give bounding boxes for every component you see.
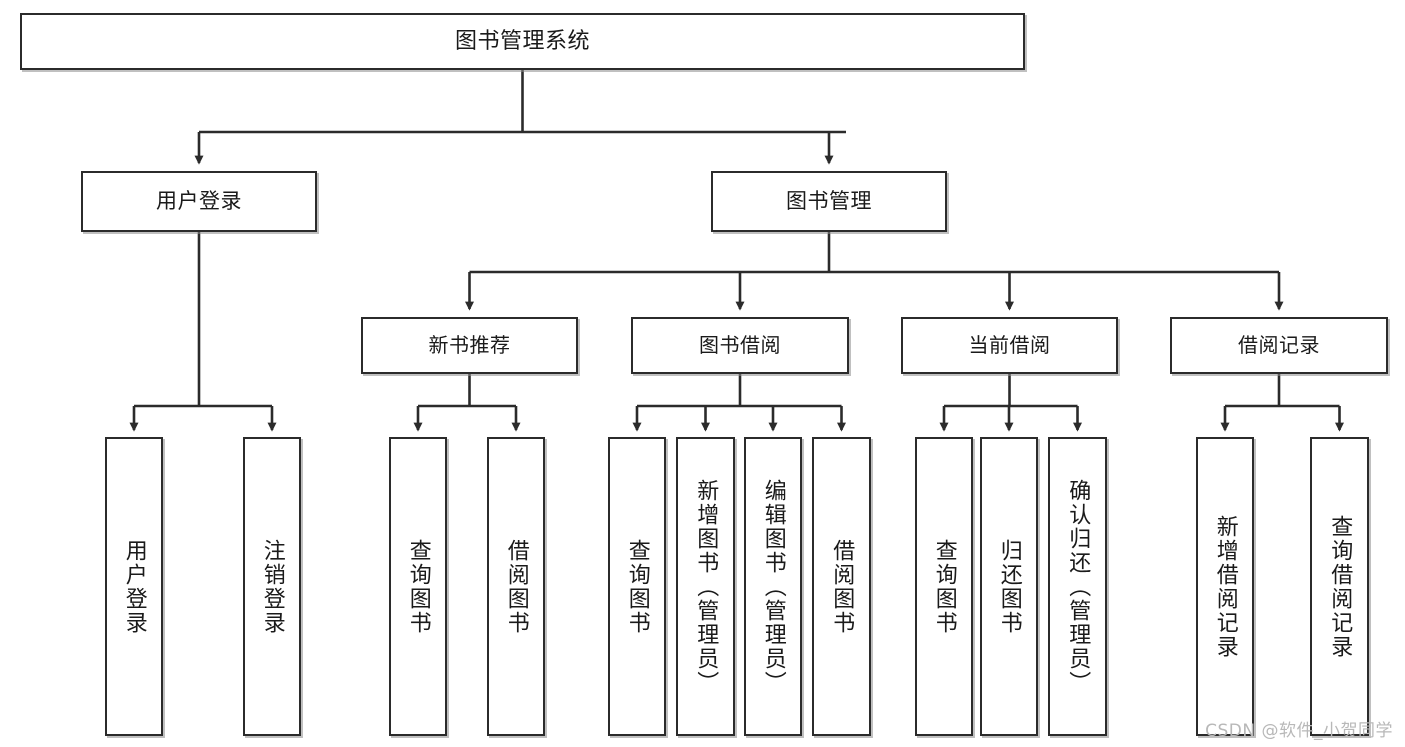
node-label-user-login: 用户登录 — [156, 189, 242, 214]
node-label-book-borrow: 图书借阅 — [699, 333, 781, 357]
node-label-leaf-logout: 注销登录 — [259, 538, 285, 635]
node-leaf-query-record[interactable]: 查询借阅记录 — [1310, 437, 1369, 736]
node-label-leaf-borrow-book-1: 借阅图书 — [503, 538, 529, 635]
node-label-current-borrow: 当前借阅 — [968, 333, 1051, 357]
node-label-leaf-user-login: 用户登录 — [121, 538, 147, 635]
node-label-leaf-query-record: 查询借阅记录 — [1327, 514, 1353, 659]
node-label-leaf-borrow-book-2: 借阅图书 — [829, 538, 855, 635]
node-leaf-query-book-3[interactable]: 查询图书 — [915, 437, 973, 736]
node-label-borrow-record: 借阅记录 — [1238, 333, 1320, 357]
node-leaf-query-book-1[interactable]: 查询图书 — [389, 437, 447, 736]
node-book-manage[interactable]: 图书管理 — [711, 171, 947, 232]
node-leaf-logout[interactable]: 注销登录 — [243, 437, 301, 736]
node-label-leaf-return-book: 归还图书 — [996, 538, 1022, 635]
node-label-leaf-add-record: 新增借阅记录 — [1212, 514, 1238, 659]
node-borrow-record[interactable]: 借阅记录 — [1170, 317, 1388, 374]
node-current-borrow[interactable]: 当前借阅 — [901, 317, 1118, 374]
node-label-new-book-rec: 新书推荐 — [428, 333, 511, 357]
node-leaf-query-book-2[interactable]: 查询图书 — [608, 437, 666, 736]
node-leaf-add-record[interactable]: 新增借阅记录 — [1196, 437, 1254, 736]
node-user-login[interactable]: 用户登录 — [81, 171, 317, 232]
node-label-leaf-query-book-1: 查询图书 — [405, 538, 431, 635]
node-leaf-confirm-return[interactable]: 确认归还（管理员） — [1048, 437, 1107, 736]
node-label-leaf-add-book: 新增图书（管理员） — [693, 478, 719, 695]
node-label-leaf-query-book-2: 查询图书 — [624, 538, 650, 635]
node-book-borrow[interactable]: 图书借阅 — [631, 317, 849, 374]
node-leaf-borrow-book-1[interactable]: 借阅图书 — [487, 437, 545, 736]
node-leaf-edit-book[interactable]: 编辑图书（管理员） — [744, 437, 802, 736]
node-label-book-manage: 图书管理 — [786, 189, 872, 214]
node-label-leaf-query-book-3: 查询图书 — [931, 538, 957, 635]
node-leaf-return-book[interactable]: 归还图书 — [980, 437, 1038, 736]
node-label-root: 图书管理系统 — [454, 28, 590, 54]
node-leaf-add-book[interactable]: 新增图书（管理员） — [676, 437, 735, 736]
watermark-text: CSDN @软件_小贺同学 — [1205, 721, 1393, 741]
node-leaf-borrow-book-2[interactable]: 借阅图书 — [812, 437, 871, 736]
node-label-leaf-confirm-return: 确认归还（管理员） — [1065, 478, 1091, 695]
node-leaf-user-login[interactable]: 用户登录 — [105, 437, 163, 736]
node-root[interactable]: 图书管理系统 — [20, 13, 1025, 70]
node-new-book-rec[interactable]: 新书推荐 — [361, 317, 578, 374]
node-label-leaf-edit-book: 编辑图书（管理员） — [760, 478, 786, 695]
